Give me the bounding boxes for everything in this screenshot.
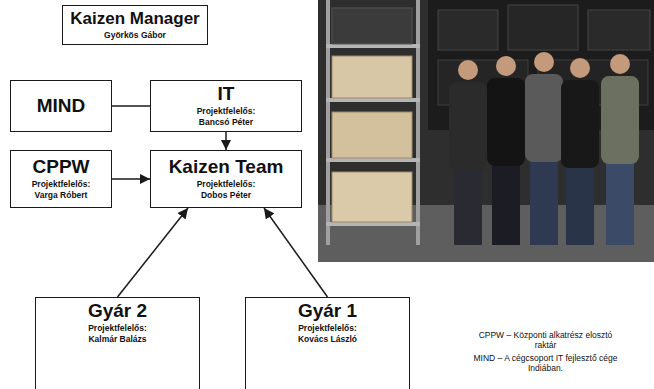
cardboard-box xyxy=(332,172,412,222)
org-box: Kaizen TeamProjektfelelős: Dobos Péter xyxy=(150,150,302,208)
person-body xyxy=(561,80,599,168)
person-body xyxy=(525,74,563,162)
back-box xyxy=(588,10,650,50)
person-legs xyxy=(492,158,520,245)
cardboard-box xyxy=(332,112,412,158)
person-legs xyxy=(566,160,594,245)
org-box: Kaizen ManagerGyörkös Gábor xyxy=(62,5,208,45)
box-title: CPPW xyxy=(33,157,90,178)
person-legs xyxy=(530,154,558,245)
box-title: Kaizen Team xyxy=(169,157,284,178)
shelf-post xyxy=(326,0,330,245)
shelf-bin xyxy=(332,8,412,44)
person xyxy=(561,58,599,245)
box-title: Kaizen Manager xyxy=(70,10,199,29)
team-members xyxy=(449,52,639,245)
person-head xyxy=(458,60,478,80)
box-title: MIND xyxy=(37,96,86,117)
cardboard-box xyxy=(332,56,412,98)
shelf-board xyxy=(326,222,420,226)
connector xyxy=(112,178,150,180)
person-head xyxy=(496,56,516,76)
org-box: CPPWProjektfelelős: Varga Róbert xyxy=(10,150,112,208)
org-box: Gyár 2Projektfelelős: Kalmár Balázs xyxy=(35,297,200,389)
org-box: MIND xyxy=(10,80,112,132)
person-head xyxy=(534,52,554,72)
team-photo xyxy=(318,0,654,262)
person-body xyxy=(601,76,639,164)
box-title: Gyár 2 xyxy=(88,301,147,322)
photo-ground xyxy=(318,0,654,262)
abbreviation-note: MIND – A cégcsoport IT fejlesztő cége In… xyxy=(468,353,623,373)
connector xyxy=(112,105,150,107)
person xyxy=(601,54,639,245)
org-box: Gyár 1Projektfelelős: Kovács László xyxy=(245,297,410,389)
connector xyxy=(118,208,189,297)
connector xyxy=(264,208,328,297)
person xyxy=(487,56,525,245)
person-legs xyxy=(606,156,634,245)
box-title: Gyár 1 xyxy=(298,301,357,322)
abbreviation-note: CPPW – Központi alkatrész elosztó raktár xyxy=(468,330,623,350)
responsible-person: Projektfelelős: Bancsó Péter xyxy=(184,106,268,127)
org-box: ITProjektfelelős: Bancsó Péter xyxy=(150,80,302,132)
responsible-person: Projektfelelős: Dobos Péter xyxy=(184,179,268,200)
responsible-person: Projektfelelős: Kovács László xyxy=(286,323,370,344)
connector xyxy=(225,132,227,150)
shelf-board xyxy=(326,98,420,102)
box-title: IT xyxy=(218,84,235,105)
shelf-board xyxy=(326,158,420,162)
responsible-person: Projektfelelős: Kalmár Balázs xyxy=(76,323,160,344)
back-box xyxy=(438,10,498,50)
shelf-post xyxy=(416,0,420,245)
responsible-person: Györkös Gábor xyxy=(104,30,166,41)
person-body xyxy=(487,78,525,166)
person xyxy=(525,52,563,245)
person xyxy=(449,60,487,245)
responsible-person: Projektfelelős: Varga Róbert xyxy=(19,179,103,200)
person-head xyxy=(570,58,590,78)
person-body xyxy=(449,82,487,170)
shelf-board xyxy=(326,44,420,48)
person-legs xyxy=(454,162,482,245)
person-head xyxy=(610,54,630,74)
back-box xyxy=(508,5,578,50)
